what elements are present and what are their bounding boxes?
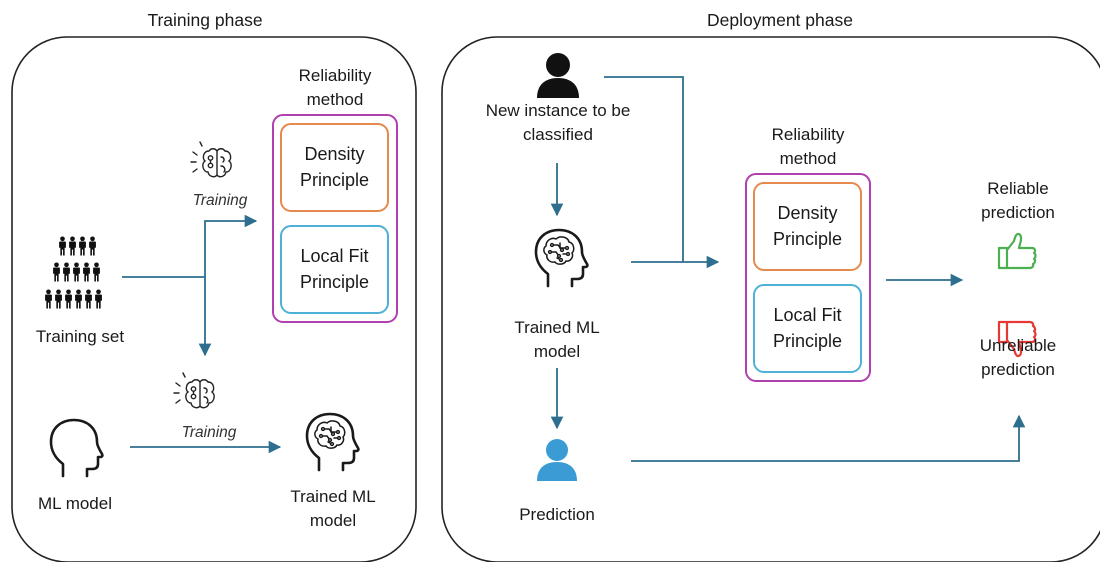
person-icon-prediction — [537, 439, 577, 481]
training-density-principle-box — [280, 123, 389, 212]
ai-brain-head-icon-deployment — [534, 228, 589, 288]
training-local-fit-principle-box — [280, 225, 389, 314]
deployment-density-principle-box — [753, 182, 862, 271]
training-arrows — [122, 214, 282, 454]
training-label-top: Training — [192, 192, 248, 209]
ml-model-label: ML model — [37, 494, 112, 513]
arrow-prediction-to-outcome — [631, 414, 1026, 462]
deployment-arrows — [550, 76, 1026, 462]
training-local-fit-principle-label: Local Fit Principle — [299, 246, 370, 292]
reliable-prediction-label: Reliable prediction — [981, 179, 1055, 222]
head-outline-icon — [49, 418, 104, 478]
deployment-reliability-method-box — [745, 173, 871, 382]
training-density-principle-label: Density Principle — [299, 144, 370, 190]
new-instance-label: New instance to be classified — [485, 101, 631, 144]
ai-brain-head-icon-training — [305, 412, 360, 472]
arrow-new-instance-to-method — [604, 76, 684, 262]
people-group-icon — [45, 236, 102, 309]
deployment-reliability-method-label: Reliability method — [771, 125, 845, 168]
training-reliability-method-label: Reliability method — [298, 66, 372, 109]
deployment-local-fit-principle-box — [753, 284, 862, 373]
training-reliability-method-box — [272, 114, 398, 323]
training-trained-ml-model-label: Trained ML model — [290, 487, 376, 530]
deployment-phase-title: Deployment phase — [707, 10, 853, 30]
deployment-local-fit-principle-label: Local Fit Principle — [772, 305, 843, 351]
deployment-density-principle-label: Density Principle — [772, 203, 843, 249]
training-label-bottom: Training — [181, 424, 237, 441]
deployment-phase-panel — [441, 36, 1100, 562]
training-phase-title: Training phase — [147, 10, 263, 30]
person-icon-new-instance — [537, 53, 579, 98]
arrow-to-training-reliability — [204, 214, 258, 277]
training-phase-panel — [11, 36, 417, 562]
brain-thinking-icon-top — [190, 141, 232, 178]
brain-thinking-icon-bottom — [173, 372, 215, 409]
deployment-trained-ml-model-label: Trained ML model — [514, 318, 600, 361]
thumbs-up-icon — [997, 232, 1037, 270]
prediction-label: Prediction — [519, 505, 595, 524]
training-set-label: Training set — [35, 327, 125, 346]
unreliable-prediction-label: Unreliable prediction — [979, 336, 1057, 379]
